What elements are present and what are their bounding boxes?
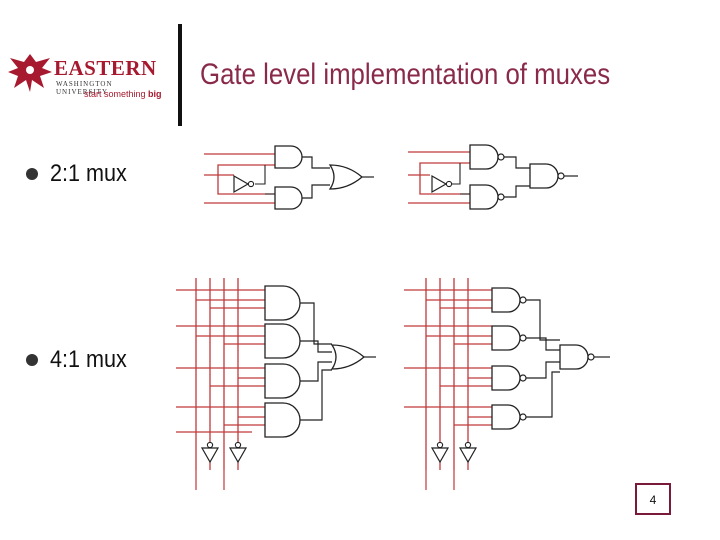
slide-title: Gate level implementation of muxes: [200, 58, 611, 91]
mux4-and-or-diagram: [176, 278, 376, 490]
page-number: 4: [635, 483, 671, 515]
mux2-nand-nand-diagram: [408, 144, 578, 210]
bullet-dot: [26, 168, 38, 180]
eagle-icon: [8, 54, 52, 92]
logo-tagline: start something big: [84, 89, 162, 99]
title-divider: [178, 24, 182, 126]
bullet-2to1-mux: 2:1 mux: [50, 160, 127, 187]
bullet-dot: [26, 354, 38, 366]
mux2-and-or-diagram: [204, 145, 374, 210]
mux4-nand-nand-diagram: [404, 278, 610, 490]
logo-subtitle: WASHINGTON UNIVERSITY: [56, 80, 113, 96]
logo-wordmark: EASTERN: [54, 56, 157, 80]
university-logo: EASTERN WASHINGTON UNIVERSITY start some…: [4, 44, 164, 104]
bullet-4to1-mux: 4:1 mux: [50, 346, 127, 373]
